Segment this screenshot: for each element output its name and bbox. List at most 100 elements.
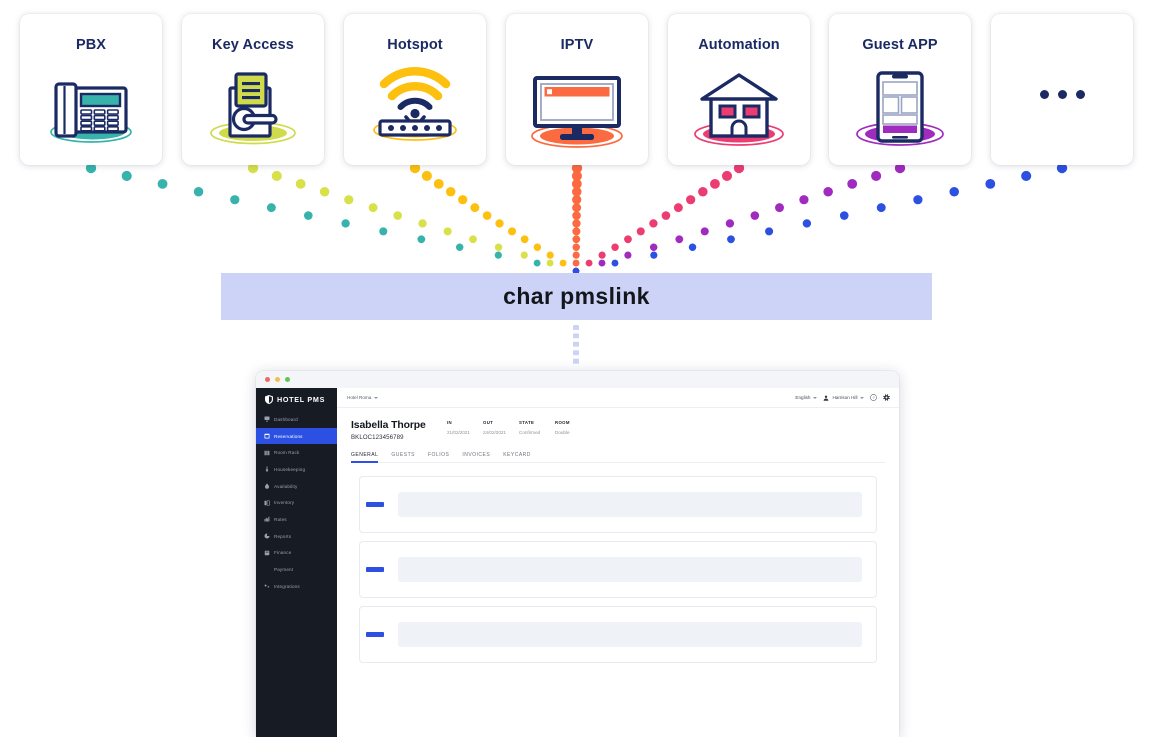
connector-dot — [482, 211, 492, 220]
maximize-window-button[interactable] — [285, 377, 290, 382]
connector-dot — [443, 227, 452, 236]
connector-dot — [572, 251, 580, 259]
connector-dot — [271, 170, 282, 181]
close-window-button[interactable] — [265, 377, 270, 382]
sidebar-item-label: Inventory — [274, 500, 295, 506]
connector-dot — [421, 170, 432, 181]
service-card-key-access[interactable]: Key Access — [182, 14, 324, 165]
banner-to-window-dash — [573, 358, 579, 364]
form-card-input[interactable] — [398, 621, 862, 647]
service-card-more[interactable] — [991, 14, 1133, 165]
form-card-input[interactable] — [398, 491, 862, 517]
sidebar-item-reports[interactable]: Reports — [256, 528, 337, 545]
meta-value: Confirmed — [519, 429, 541, 435]
main-panel: Hotel Roma English — [337, 388, 899, 737]
connector-dot — [433, 178, 444, 189]
connector-dot — [572, 227, 581, 236]
connector-dot — [266, 203, 276, 213]
connector-dot — [494, 251, 502, 259]
connector-dot — [559, 259, 567, 267]
tab-bar: GENERAL GUESTS FOLIOS INVOICES KEYCARD — [351, 452, 885, 463]
connector-dot — [698, 187, 708, 197]
connector-dot — [688, 243, 697, 251]
sidebar-item-label: Room Rack — [274, 450, 300, 456]
service-card-title: Automation — [698, 37, 780, 53]
connector-dot — [598, 251, 606, 259]
connector-dot — [494, 243, 503, 251]
ellipsis-dot — [1075, 89, 1085, 99]
service-card-automation[interactable]: Automation — [668, 14, 810, 165]
gear-icon[interactable] — [883, 394, 890, 401]
connector-dot — [495, 219, 504, 228]
sidebar-item-dashboard[interactable]: Dashboard — [256, 411, 337, 428]
service-card-title: Key Access — [212, 37, 294, 53]
sidebar-item-inventory[interactable]: Inventory — [256, 494, 337, 511]
user-menu[interactable]: Harrison Hill — [823, 394, 864, 401]
question-circle-icon[interactable]: ? — [870, 394, 877, 401]
connector-dot — [417, 235, 426, 244]
sidebar-item-finance[interactable]: Finance — [256, 545, 337, 562]
connector-dot — [379, 227, 388, 236]
sidebar-item-integrations[interactable]: Integrations — [256, 578, 337, 595]
hotel-selector[interactable]: Hotel Roma — [347, 395, 379, 400]
form-card-input[interactable] — [398, 556, 862, 582]
connector-dot — [611, 243, 619, 251]
user-name: Harrison Hill — [832, 395, 858, 400]
integrations-icon — [264, 583, 270, 589]
connector-dot — [458, 195, 468, 205]
sidebar-item-label: Payment — [274, 567, 294, 573]
service-card-pbx[interactable]: PBX — [20, 14, 162, 165]
brand: HOTEL PMS — [256, 388, 337, 411]
service-card-guest-app[interactable]: Guest APP — [829, 14, 971, 165]
connector-dot — [121, 170, 132, 181]
sidebar-item-label: Finance — [274, 550, 292, 556]
service-card-hotspot[interactable]: Hotspot — [344, 14, 486, 165]
connector-dot — [546, 251, 554, 259]
meta-value: 24/02/2021 — [483, 429, 506, 435]
tab-keycard[interactable]: KEYCARD — [503, 451, 531, 458]
dashboard-icon — [264, 416, 270, 422]
connector-dot — [650, 251, 658, 259]
connector-dot — [571, 178, 582, 189]
tab-general[interactable]: GENERAL — [351, 452, 379, 463]
sidebar-item-payment[interactable]: Payment — [256, 561, 337, 578]
connector-dot — [546, 259, 554, 267]
tab-folios[interactable]: FOLIOS — [427, 451, 450, 458]
connector-dot — [230, 195, 240, 205]
connector-dot — [985, 178, 996, 189]
minimize-window-button[interactable] — [275, 377, 280, 382]
banner-title: char pmslink — [503, 283, 650, 309]
calendar-icon — [264, 433, 270, 439]
sidebar-item-housekeeping[interactable]: Housekeeping — [256, 461, 337, 478]
sidebar-item-room-rack[interactable]: Room Rack — [256, 444, 337, 461]
connector-dot — [611, 259, 619, 267]
service-card-title: Hotspot — [387, 37, 443, 53]
connector-dot — [802, 219, 812, 228]
guest-block: Isabella Thorpe BKLOC123456789 — [351, 420, 447, 441]
banner-to-window-dash — [573, 325, 579, 330]
tab-guests[interactable]: GUESTS — [391, 451, 415, 458]
language-selector[interactable]: English — [795, 395, 817, 400]
connector-dot — [725, 219, 735, 228]
banner-to-window-dash — [573, 341, 579, 347]
payment-icon — [264, 567, 270, 573]
connector-dot — [295, 178, 306, 189]
connector-dot — [700, 227, 709, 236]
tab-invoices[interactable]: INVOICES — [462, 451, 491, 458]
rates-icon — [264, 516, 270, 522]
sidebar-item-reservations[interactable]: Reservations — [256, 427, 337, 445]
connector-dot — [799, 195, 809, 205]
sidebar-item-availability[interactable]: Availability — [256, 478, 337, 495]
service-card-iptv[interactable]: IPTV — [506, 14, 648, 165]
topbar-actions: English Harrison Hill — [795, 394, 890, 401]
sidebar-item-rates[interactable]: Rates — [256, 511, 337, 528]
connector-dot — [949, 187, 959, 197]
meta-label: STATE — [519, 420, 535, 425]
